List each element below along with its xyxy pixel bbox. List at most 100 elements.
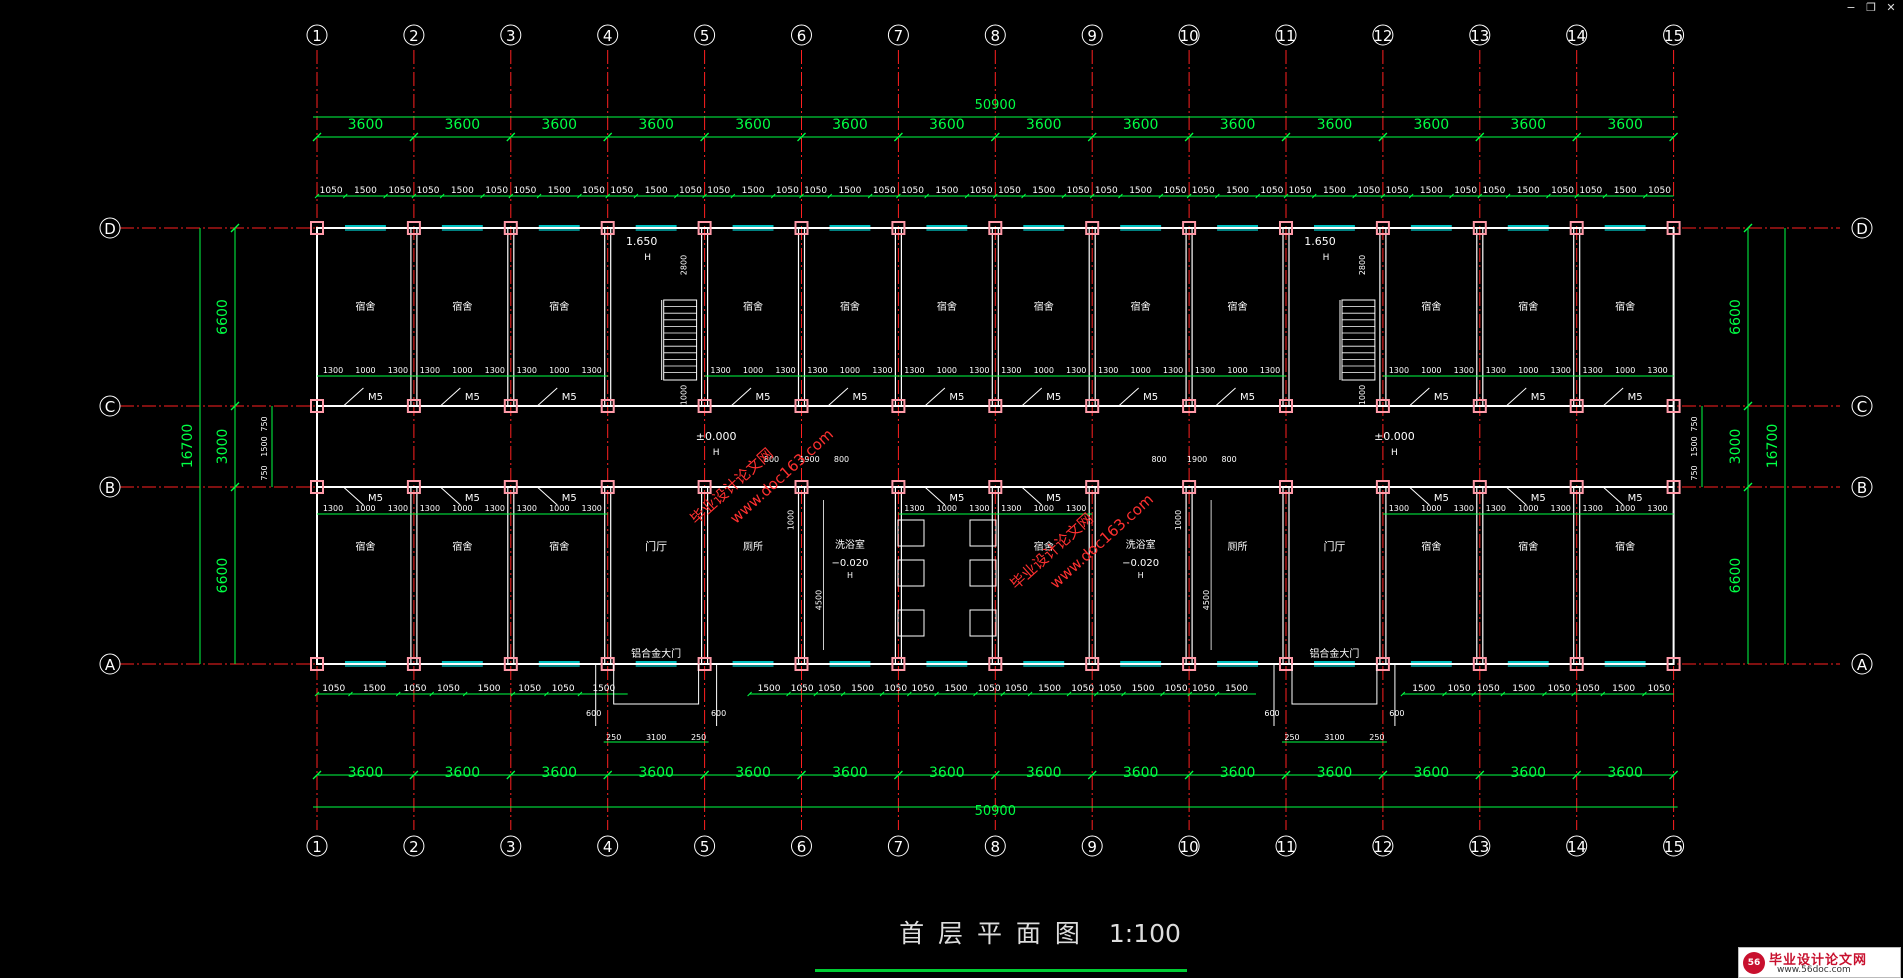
- lobby-dim-label: 800: [834, 455, 849, 464]
- dim-tick: [1283, 193, 1289, 199]
- window-dim-label: 1050: [776, 186, 799, 196]
- structural-column: [600, 221, 615, 235]
- corridor-dim-label: 1500: [1690, 436, 1699, 456]
- site-logo[interactable]: 56 毕业设计论文网 www.56doc.com: [1738, 947, 1901, 978]
- close-icon[interactable]: ✕: [1886, 1, 1896, 14]
- structural-column: [1666, 399, 1681, 413]
- door-dim-label: 1300: [1551, 504, 1571, 513]
- overall-depth-label: 16700: [180, 424, 196, 469]
- dim-tick: [879, 691, 885, 697]
- structural-column: [1569, 221, 1584, 235]
- bay-width-label: 3600: [735, 765, 771, 781]
- porch-dim-label: 3100: [646, 733, 666, 742]
- level-floor: ±0.000: [1374, 430, 1415, 443]
- window-dim-label: 1050: [417, 186, 440, 196]
- bay-width-label: 3600: [929, 765, 965, 781]
- dim-tick: [1574, 193, 1580, 199]
- axis-bubble-11: [1275, 24, 1297, 46]
- window-dim-label: 1500: [1420, 186, 1443, 196]
- porch-side-label: 600: [711, 709, 726, 718]
- door-dim-label: 1300: [388, 504, 408, 513]
- dim-tick: [1400, 691, 1406, 697]
- axis-bubble-1: [306, 835, 328, 857]
- bay-width-label: 3600: [1510, 117, 1546, 133]
- bay-width-label: 3600: [1317, 765, 1353, 781]
- structural-column: [1569, 399, 1584, 413]
- dim-tick: [1087, 132, 1097, 142]
- window-dim-label: 1050: [1477, 684, 1500, 694]
- axis-label-B: B: [105, 479, 115, 497]
- door-dim-label: 1300: [1551, 366, 1571, 375]
- dim-tick: [1214, 691, 1220, 697]
- door-label: M5: [562, 392, 577, 403]
- window-dim-label: 1050: [970, 186, 993, 196]
- window-dim-label: 1050: [322, 684, 345, 694]
- window-dim-label: 1050: [1648, 186, 1671, 196]
- structural-column: [1279, 221, 1293, 235]
- door-dim-label: 1300: [420, 366, 440, 375]
- door-dim-label: 1000: [743, 366, 763, 375]
- window-dim-label: 1050: [818, 684, 841, 694]
- door-dim-label: 1000: [937, 504, 957, 513]
- row-spacing-label: 6600: [215, 558, 231, 594]
- bay-width-label: 3600: [445, 117, 481, 133]
- structural-column: [600, 399, 615, 413]
- door-label: M5: [562, 493, 577, 504]
- axis-label-11: 11: [1276, 27, 1295, 45]
- door-label: M5: [1628, 392, 1643, 403]
- dim-tick: [1743, 223, 1753, 233]
- drawing-scale: 1:100: [1108, 919, 1181, 948]
- axis-label-1: 1: [312, 27, 322, 45]
- window-dim-label: 1500: [451, 186, 474, 196]
- sanitary-fixture: [897, 609, 925, 637]
- door-dim-label: 1000: [549, 366, 569, 375]
- door-dim-label: 1000: [1034, 366, 1054, 375]
- axis-label-4: 4: [603, 27, 613, 45]
- axis-bubble-2: [403, 24, 425, 46]
- window-dim-label: 1050: [1071, 684, 1094, 694]
- restore-icon[interactable]: ❐: [1866, 1, 1876, 14]
- structural-column: [406, 657, 421, 671]
- window-dim-label: 1050: [1577, 684, 1600, 694]
- axis-bubble-A: [1851, 653, 1873, 675]
- window-dim-label: 1500: [1517, 186, 1540, 196]
- dim-tick: [480, 193, 485, 199]
- structural-column: [503, 657, 518, 671]
- door-dim-label: 1000: [840, 366, 860, 375]
- door-dim-label: 1300: [969, 366, 989, 375]
- minimize-icon[interactable]: −: [1846, 1, 1856, 14]
- bay-width-label: 3600: [348, 765, 384, 781]
- overall-width-label: 50900: [975, 98, 1016, 113]
- dim-tick: [702, 193, 707, 199]
- axis-label-3: 3: [506, 27, 516, 45]
- axis-bubble-4: [597, 24, 619, 46]
- axis-label-5: 5: [700, 838, 710, 856]
- axis-label-C: C: [105, 398, 115, 416]
- axis-label-8: 8: [991, 838, 1001, 856]
- window-dim-label: 1050: [1165, 684, 1188, 694]
- level-h: H: [1323, 253, 1330, 263]
- lobby-dim-label: 800: [1221, 455, 1236, 464]
- axis-label-9: 9: [1087, 838, 1097, 856]
- door-swing: [440, 387, 461, 407]
- room-label-dorm: 宿舍: [355, 540, 375, 553]
- door-label: M5: [1434, 493, 1449, 504]
- overall-width-label: 50900: [975, 804, 1016, 819]
- porch-outline: [613, 664, 700, 705]
- structural-column: [1085, 221, 1100, 235]
- dim-tick: [1571, 691, 1577, 697]
- door-dim-label: 1000: [1421, 504, 1441, 513]
- window-dim-label: 1500: [354, 186, 377, 196]
- window-dim-label: 1050: [1067, 186, 1090, 196]
- dim-tick: [673, 193, 679, 199]
- window-dim-label: 1050: [1164, 186, 1187, 196]
- door-label: M5: [465, 493, 480, 504]
- dim-tick: [230, 482, 240, 492]
- dim-tick: [700, 132, 710, 142]
- door-dim-label: 1300: [1486, 504, 1506, 513]
- axis-label-2: 2: [409, 27, 419, 45]
- door-dim-label: 1300: [710, 366, 730, 375]
- structural-column: [891, 221, 906, 235]
- dim-tick: [1546, 193, 1551, 199]
